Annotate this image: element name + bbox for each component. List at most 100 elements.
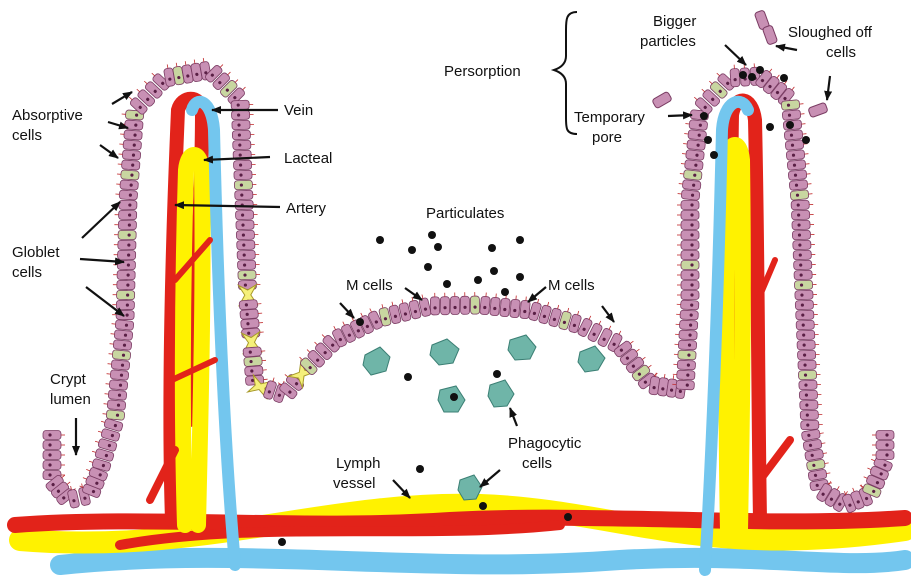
arrow bbox=[510, 408, 517, 426]
absorptive-cell bbox=[240, 309, 263, 320]
absorptive-cell bbox=[799, 380, 821, 390]
particle bbox=[376, 236, 384, 244]
absorptive-cell bbox=[121, 120, 144, 131]
arrow bbox=[776, 46, 797, 50]
goblet-cell bbox=[108, 349, 131, 360]
particle bbox=[474, 276, 482, 284]
absorptive-cell bbox=[241, 318, 264, 329]
goblet-cell bbox=[781, 99, 804, 110]
absorptive-cell bbox=[792, 220, 814, 230]
absorptive-cell bbox=[106, 369, 129, 380]
absorptive-cell bbox=[118, 150, 141, 161]
particle bbox=[404, 373, 412, 381]
absorptive-cell bbox=[793, 240, 815, 250]
label-artery: Artery bbox=[286, 200, 327, 217]
phagocytic-cells bbox=[363, 335, 605, 500]
goblet-cell bbox=[790, 189, 813, 200]
absorptive-cell bbox=[673, 360, 695, 370]
absorptive-cell bbox=[109, 339, 132, 350]
bottom-vein bbox=[60, 558, 905, 565]
absorptive-cell bbox=[43, 431, 65, 440]
absorptive-cell bbox=[677, 281, 699, 290]
label-m-cells-left: M cells bbox=[346, 277, 393, 294]
absorptive-cell bbox=[232, 130, 254, 140]
absorptive-cell bbox=[791, 210, 813, 220]
absorptive-cell bbox=[684, 129, 707, 140]
absorptive-cell bbox=[114, 220, 136, 230]
absorptive-cell bbox=[678, 179, 701, 190]
absorptive-cell bbox=[677, 189, 700, 200]
absorptive-cell bbox=[677, 241, 699, 250]
particle bbox=[493, 370, 501, 378]
absorptive-cell bbox=[113, 270, 135, 280]
absorptive-cell bbox=[104, 389, 127, 400]
phagocytic-cell bbox=[430, 339, 459, 365]
absorptive-cell bbox=[677, 201, 699, 210]
absorptive-cell bbox=[237, 240, 259, 250]
absorptive-cell bbox=[480, 292, 491, 315]
absorptive-cell bbox=[440, 293, 449, 315]
particle bbox=[416, 465, 424, 473]
particle bbox=[704, 136, 712, 144]
absorptive-cell bbox=[107, 359, 130, 370]
phagocytic-cell bbox=[578, 346, 605, 372]
absorptive-cell bbox=[798, 360, 820, 370]
right-villus-core bbox=[705, 101, 790, 570]
sloughed-cell bbox=[808, 102, 828, 118]
arrow bbox=[405, 288, 422, 300]
goblet-cell bbox=[674, 350, 696, 360]
absorptive-cell bbox=[789, 179, 812, 190]
absorptive-cell bbox=[244, 365, 267, 376]
absorptive-cell bbox=[235, 190, 257, 200]
absorptive-cell bbox=[801, 428, 824, 440]
particle bbox=[700, 112, 708, 120]
right-lacteal bbox=[727, 145, 743, 530]
particle bbox=[490, 267, 498, 275]
sloughed-cell bbox=[762, 25, 778, 45]
absorptive-cell bbox=[236, 230, 258, 240]
goblet-cell bbox=[677, 261, 699, 270]
absorptive-cell bbox=[685, 119, 708, 130]
absorptive-cell bbox=[43, 441, 65, 450]
goblet-cell bbox=[798, 370, 820, 380]
absorptive-cell bbox=[677, 231, 699, 240]
absorptive-cell bbox=[797, 350, 819, 360]
absorptive-cell bbox=[794, 260, 816, 270]
arrow bbox=[340, 303, 354, 318]
absorptive-cell bbox=[430, 293, 439, 315]
arrow bbox=[602, 306, 614, 322]
phagocytic-cell bbox=[363, 347, 390, 375]
absorptive-cell bbox=[673, 370, 695, 380]
absorptive-cell bbox=[234, 170, 256, 180]
particle bbox=[434, 243, 442, 251]
absorptive-cell bbox=[795, 290, 817, 300]
absorptive-cell bbox=[791, 200, 813, 210]
particle bbox=[488, 244, 496, 252]
absorptive-cell bbox=[796, 330, 818, 340]
arrow bbox=[668, 115, 692, 116]
goblet-cell bbox=[114, 230, 136, 240]
absorptive-cell bbox=[236, 220, 258, 230]
particle bbox=[424, 263, 432, 271]
particle bbox=[443, 280, 451, 288]
absorptive-cell bbox=[43, 451, 65, 460]
label-crypt-lumen: Cryptlumen bbox=[50, 371, 91, 408]
absorptive-cell bbox=[500, 294, 511, 317]
absorptive-cell bbox=[239, 299, 262, 310]
absorptive-cell bbox=[676, 300, 698, 310]
absorptive-cell bbox=[119, 140, 142, 151]
goblet-cell bbox=[244, 356, 267, 367]
bottom-vessels bbox=[15, 505, 905, 565]
absorptive-cell bbox=[103, 399, 126, 410]
phagocytic-cell bbox=[488, 380, 514, 407]
absorptive-cell bbox=[120, 130, 143, 141]
absorptive-cell bbox=[799, 390, 821, 400]
particle bbox=[802, 136, 810, 144]
